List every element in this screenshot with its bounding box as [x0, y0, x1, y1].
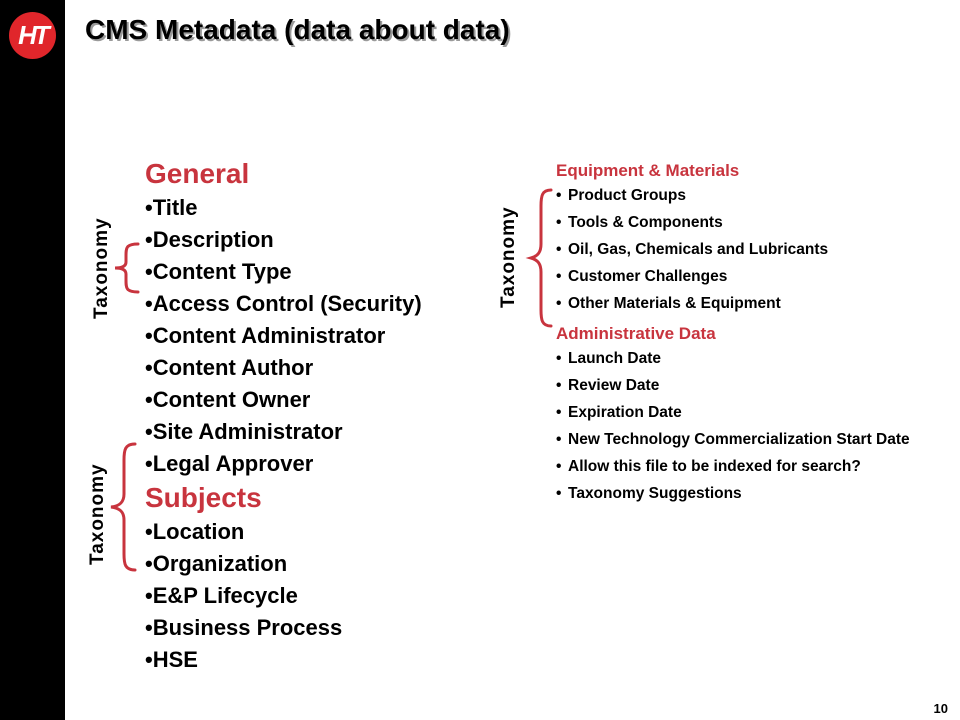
admin-item: •Taxonomy Suggestions — [556, 485, 742, 502]
general-item: •Content Administrator — [145, 323, 386, 348]
equipment-heading: Equipment & Materials — [556, 161, 740, 180]
equipment-item: •Product Groups — [556, 187, 686, 204]
sidebar-bar: HT — [0, 0, 65, 720]
subjects-item: •Location — [145, 519, 245, 544]
equipment-item: •Oil, Gas, Chemicals and Lubricants — [556, 241, 829, 258]
general-item: •Legal Approver — [145, 451, 314, 476]
subjects-item: •Business Process — [145, 615, 343, 640]
slide-title: CMS Metadata (data about data) — [85, 14, 510, 45]
admin-item: •Launch Date — [556, 350, 662, 367]
general-heading: General — [145, 158, 250, 189]
taxonomy-label-left-bottom: Taxonomy — [87, 463, 108, 565]
page-number: 10 — [933, 701, 948, 716]
general-item: •Content Owner — [145, 387, 311, 412]
admin-item: •Expiration Date — [556, 404, 682, 421]
taxonomy-brace-left-bottom — [110, 442, 137, 572]
admin-item: •Review Date — [556, 377, 660, 394]
equipment-item: •Other Materials & Equipment — [556, 295, 781, 312]
equipment-item: •Customer Challenges — [556, 268, 728, 285]
company-logo: HT — [9, 12, 56, 59]
general-item: •Title — [145, 195, 198, 220]
admin-heading: Administrative Data — [556, 324, 716, 343]
subjects-heading: Subjects — [145, 482, 262, 513]
taxonomy-brace-left-top — [114, 242, 140, 294]
right-metadata-list: Equipment & Materials •Product Groups •T… — [556, 159, 946, 512]
general-item: •Site Administrator — [145, 419, 343, 444]
general-item: •Content Author — [145, 355, 314, 380]
admin-item: •New Technology Commercialization Start … — [556, 431, 910, 448]
subjects-item: •E&P Lifecycle — [145, 583, 298, 608]
general-item: •Description — [145, 227, 274, 252]
equipment-item: •Tools & Components — [556, 214, 723, 231]
subjects-item: •Organization — [145, 551, 288, 576]
taxonomy-label-right: Taxonomy — [498, 206, 519, 308]
left-metadata-list: General •Title •Description •Content Typ… — [145, 156, 422, 676]
logo-text: HT — [18, 20, 50, 50]
general-item: •Content Type — [145, 259, 292, 284]
admin-item: •Allow this file to be indexed for searc… — [556, 458, 861, 475]
subjects-item: •HSE — [145, 647, 198, 672]
general-item: •Access Control (Security) — [145, 291, 422, 316]
taxonomy-label-left-top: Taxonomy — [91, 217, 112, 319]
taxonomy-brace-right — [525, 188, 553, 328]
